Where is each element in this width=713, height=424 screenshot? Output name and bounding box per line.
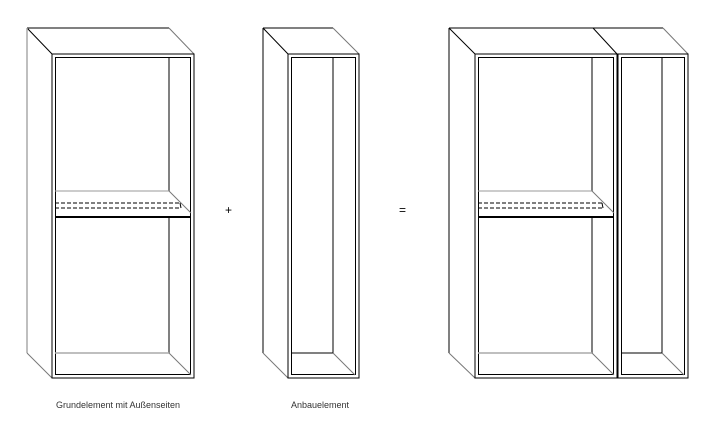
equals-operator: = bbox=[399, 203, 407, 217]
add-on-element-label: Anbauelement bbox=[291, 400, 350, 410]
base-element-drawing bbox=[26, 27, 195, 379]
plus-operator: + bbox=[225, 203, 233, 217]
add-on-element-drawing bbox=[262, 27, 360, 379]
base-element-label: Grundelement mit Außenseiten bbox=[56, 400, 181, 410]
combined-element-drawing bbox=[448, 27, 689, 379]
